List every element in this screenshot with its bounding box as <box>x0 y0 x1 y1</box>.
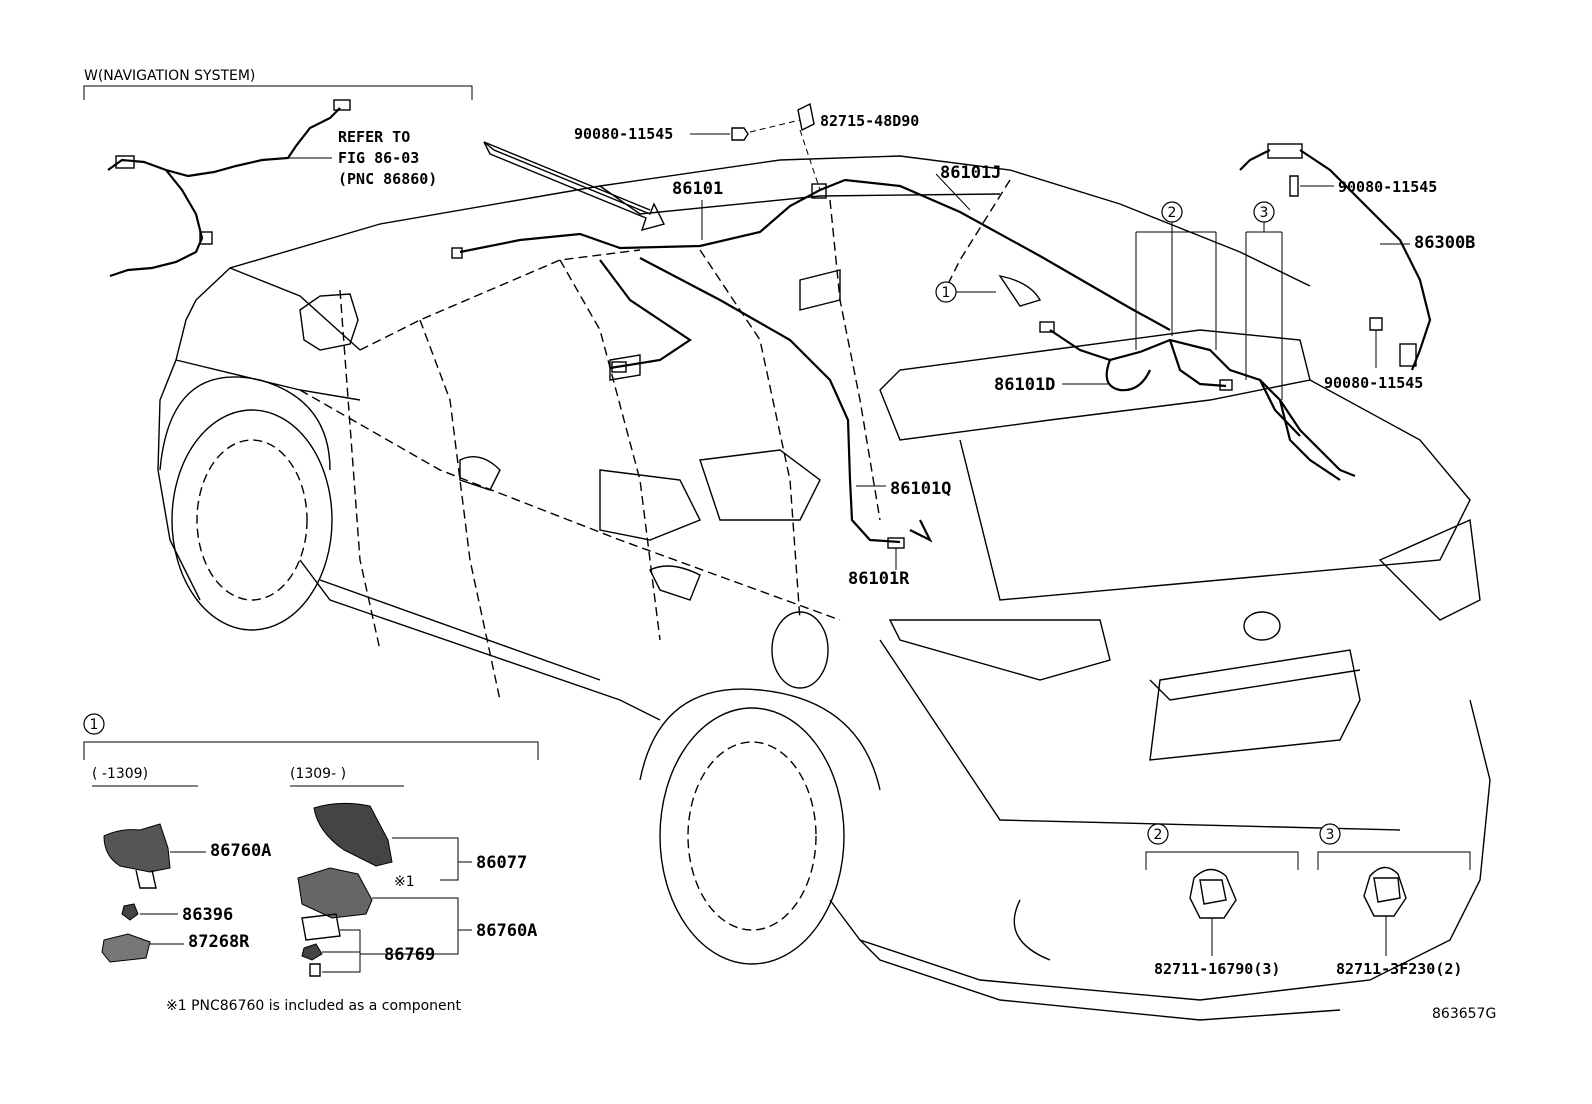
bracket-icon <box>797 102 815 132</box>
main-callouts: 1 2 3 <box>935 201 1283 400</box>
label-86760a-old: 86760A <box>210 841 271 861</box>
bolt-icon-b <box>1289 175 1299 197</box>
antenna-amp <box>1267 143 1303 159</box>
detail-1: 1 ( -1309) (1309- ) 86760A 86396 87268R … <box>83 713 539 1014</box>
license-plate-area <box>1149 649 1361 761</box>
label-90080-11545-c: 90080-11545 <box>1324 374 1423 392</box>
label-82711-16790: 82711-16790(3) <box>1154 960 1280 978</box>
navigation-inset: W(NAVIGATION SYSTEM) REFER TO FIG 86-03 … <box>83 68 473 278</box>
harness-86101 <box>459 178 1171 331</box>
label-86300b: 86300B <box>1414 233 1475 253</box>
label-82711-3f230: 82711-3F230(2) <box>1336 960 1462 978</box>
bolt-icon-c <box>1369 317 1383 331</box>
gasket-icon <box>301 913 341 941</box>
clip-82711-16790 <box>1189 868 1237 919</box>
shark-antenna-old <box>103 823 171 873</box>
callout-1-text: 1 <box>942 285 951 301</box>
front-wheel <box>171 409 333 631</box>
harness-86300b <box>1299 149 1432 371</box>
callout-3-text: 3 <box>1260 205 1269 221</box>
label-86101: 86101 <box>672 179 723 199</box>
bolt-icon-a <box>731 127 749 141</box>
label-82715-48d90: 82715-48D90 <box>820 112 919 130</box>
door-handle-front <box>459 456 501 491</box>
detail-3-badge <box>1319 823 1341 845</box>
label-86769: 86769 <box>384 945 435 965</box>
fuel-door <box>771 611 829 689</box>
tail-lamp-left <box>888 619 1111 681</box>
callout-2-text: 2 <box>1168 205 1177 221</box>
label-86101j: 86101J <box>940 163 1001 183</box>
footnote: ※1 PNC86760 is included as a component <box>166 998 462 1014</box>
part-labels: 90080-11545 82715-48D90 86101 86101J 900… <box>574 102 1475 589</box>
screw-icon <box>309 963 321 977</box>
range-old: ( -1309) <box>92 766 148 782</box>
roof-antenna <box>998 274 1042 307</box>
refer-to-line2: FIG 86-03 <box>338 149 419 167</box>
harness-86101d <box>1049 329 1356 478</box>
refer-to-line1: REFER TO <box>338 128 410 146</box>
detail-3-number: 3 <box>1326 827 1335 843</box>
tail-lamp-right <box>1378 518 1481 621</box>
detail-2-number: 2 <box>1154 827 1163 843</box>
label-86077: 86077 <box>476 853 527 873</box>
antenna-base-86760a <box>297 867 373 919</box>
navigation-harness <box>107 107 341 278</box>
label-86101r: 86101R <box>848 569 910 589</box>
label-90080-11545-b: 90080-11545 <box>1338 178 1437 196</box>
navigation-label: W(NAVIGATION SYSTEM) <box>84 68 255 84</box>
clip-82711-3f230 <box>1363 866 1407 917</box>
door-handle-rear <box>649 565 701 601</box>
harness-group <box>451 143 1432 549</box>
detail-2: 2 82711-16790(3) <box>1145 823 1299 978</box>
detail-2-badge <box>1147 823 1169 845</box>
nut-icon-2 <box>301 943 323 961</box>
label-86396: 86396 <box>182 905 233 925</box>
label-86101d: 86101D <box>994 375 1055 395</box>
harness-86300b-connector <box>1399 343 1417 367</box>
rear-wheel <box>659 707 845 965</box>
label-90080-11545-a: 90080-11545 <box>574 125 673 143</box>
harness-connector-left <box>115 155 135 169</box>
harness-86101q <box>639 257 901 544</box>
harness-connector-mid <box>199 231 213 245</box>
label-86760a-new: 86760A <box>476 921 537 941</box>
side-mirror <box>299 293 359 351</box>
label-86101q: 86101Q <box>890 479 951 499</box>
label-87268r: 87268R <box>188 932 250 952</box>
bracket-87268r <box>101 933 151 963</box>
diagram-id: 863657G <box>1432 1006 1496 1022</box>
view-arrow <box>483 141 666 232</box>
navigation-bracket <box>83 85 473 100</box>
antenna-cover-86077 <box>313 802 393 867</box>
detail-1-number: 1 <box>90 717 99 733</box>
nut-icon <box>121 903 139 921</box>
vehicle-outline <box>157 155 1491 1021</box>
emblem <box>1243 611 1281 641</box>
harness-connector-top <box>333 99 351 111</box>
refer-to-line3: (PNC 86860) <box>338 170 437 188</box>
range-new: (1309- ) <box>290 766 346 782</box>
rear-window <box>879 329 1311 441</box>
detail-3: 3 82711-3F230(2) <box>1317 823 1471 978</box>
detail-1-badge <box>83 713 105 735</box>
note-mark: ※1 <box>394 874 415 890</box>
